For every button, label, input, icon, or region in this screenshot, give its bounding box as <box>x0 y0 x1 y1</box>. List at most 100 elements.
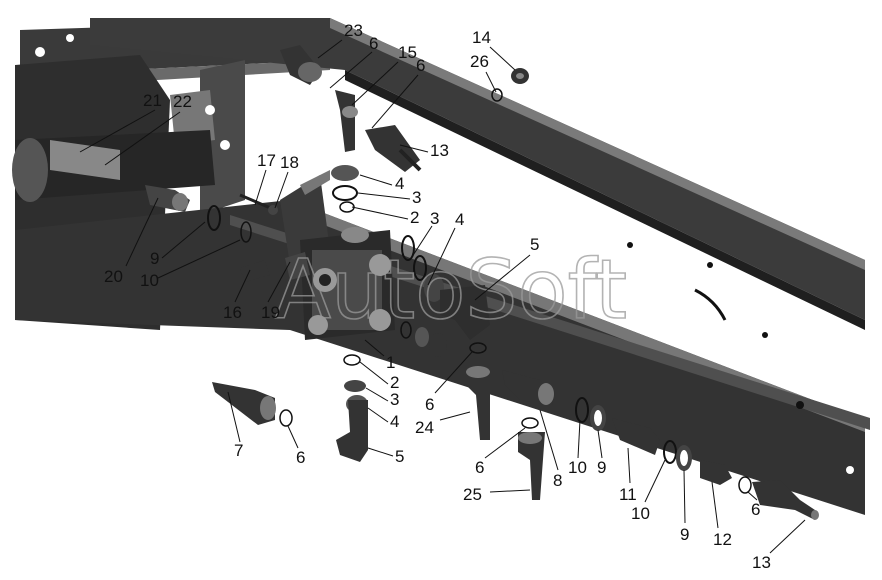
callout-label-6: 6 <box>296 448 305 467</box>
leader-line-2 <box>359 361 389 385</box>
callout-label-6: 6 <box>751 500 760 519</box>
leader-line-10 <box>157 239 241 279</box>
frame-upper-side-rail <box>90 18 865 330</box>
leader-line-4 <box>367 407 389 423</box>
leader-line-4 <box>427 227 456 286</box>
callout-label-20: 20 <box>104 267 123 286</box>
leader-line-6 <box>287 425 299 449</box>
watermark-text: AutoSoft <box>275 243 627 338</box>
callout-label-15: 15 <box>398 43 417 62</box>
leader-line-23 <box>317 39 343 59</box>
leader-line-17 <box>254 169 267 206</box>
callout-label-12: 12 <box>713 530 732 549</box>
leader-line-6 <box>329 51 373 89</box>
leader-line-5 <box>474 254 531 301</box>
part-rings-9-10-left <box>207 205 252 243</box>
leader-line-6 <box>747 491 758 501</box>
valve-assembly <box>280 170 395 340</box>
part-fitting-25 <box>518 432 545 500</box>
leader-line-10 <box>577 419 581 459</box>
callout-label-22: 22 <box>173 92 192 111</box>
leader-line-11 <box>627 447 631 484</box>
leader-line-19 <box>267 261 291 303</box>
leader-line-9 <box>683 469 686 524</box>
part-rings-10-9-right <box>575 397 606 431</box>
part-mount-20 <box>145 185 190 212</box>
callout-label-17: 17 <box>257 151 276 170</box>
leader-line-13 <box>399 144 429 153</box>
callout-label-10: 10 <box>568 458 587 477</box>
leader-line-14 <box>489 46 516 71</box>
part-fitting-11 <box>612 418 660 455</box>
leader-line-6 <box>434 351 473 394</box>
part-fitting-8 <box>502 370 555 405</box>
leader-line-4 <box>359 174 393 186</box>
part-fitting-19 <box>285 252 310 280</box>
callout-label-5: 5 <box>530 235 539 254</box>
callout-label-6: 6 <box>425 395 434 414</box>
callout-label-13: 13 <box>752 553 771 572</box>
callout-label-16: 16 <box>223 303 242 322</box>
leader-line-12 <box>711 481 719 529</box>
leader-line-9 <box>161 221 206 259</box>
callout-label-1: 1 <box>386 353 395 372</box>
callout-label-4: 4 <box>395 174 404 193</box>
part-seals-upper <box>331 165 359 213</box>
callout-label-4: 4 <box>455 210 464 229</box>
part-fitting-12 <box>700 460 732 485</box>
leader-line-3 <box>409 225 433 261</box>
part-ring-6-far-right <box>738 476 752 494</box>
callout-label-3: 3 <box>412 188 421 207</box>
leader-line-15 <box>351 61 399 106</box>
callout-label-25: 25 <box>463 485 482 504</box>
callout-label-9: 9 <box>150 249 159 268</box>
part-nut-14 <box>511 68 529 84</box>
frame-left-tube <box>12 130 215 202</box>
leader-line-5 <box>367 447 394 457</box>
callout-label-3: 3 <box>430 209 439 228</box>
callout-label-18: 18 <box>280 153 299 172</box>
part-ring-6-lower-mid <box>521 417 539 429</box>
leader-line-20 <box>125 197 159 267</box>
leader-line-6 <box>484 427 526 459</box>
callout-label-7: 7 <box>234 441 243 460</box>
callout-label-9: 9 <box>597 458 606 477</box>
callout-label-11: 11 <box>619 485 637 504</box>
callout-label-3: 3 <box>390 390 399 409</box>
part-ring-26 <box>491 88 503 102</box>
callout-label-6: 6 <box>416 56 425 75</box>
part-seals-right <box>400 235 447 357</box>
leader-line-13 <box>769 519 806 554</box>
callout-label-14: 14 <box>472 28 491 47</box>
callout-label-24: 24 <box>415 418 434 437</box>
callout-label-6: 6 <box>369 34 378 53</box>
leader-line-1 <box>364 339 385 357</box>
part-elbow-5-lower <box>336 400 368 462</box>
part-elbow-15 <box>335 90 358 152</box>
callout-label-10: 10 <box>631 504 650 523</box>
part-elbow-5-right <box>440 285 490 340</box>
callout-label-26: 26 <box>470 52 489 71</box>
leader-line-7 <box>227 391 241 443</box>
leader-line-21 <box>79 109 156 153</box>
callout-label-5: 5 <box>395 447 404 466</box>
callout-label-4: 4 <box>390 412 399 431</box>
leader-line-2 <box>351 206 409 220</box>
part-fitting-24 <box>466 366 490 440</box>
part-fitting-13-top <box>365 125 422 172</box>
leader-line-3 <box>365 387 389 402</box>
leader-line-8 <box>539 409 559 471</box>
part-fitting-23 <box>280 45 322 85</box>
part-ring-6-lower-left <box>279 409 293 427</box>
part-rings-10-9-far <box>663 440 692 471</box>
leader-line-18 <box>274 171 289 209</box>
part-fitting-7 <box>212 382 276 425</box>
leader-line-3 <box>357 192 411 200</box>
callout-label-2: 2 <box>410 208 419 227</box>
leader-line-25 <box>489 489 531 493</box>
callout-label-6: 6 <box>475 458 484 477</box>
leader-line-16 <box>234 269 251 303</box>
